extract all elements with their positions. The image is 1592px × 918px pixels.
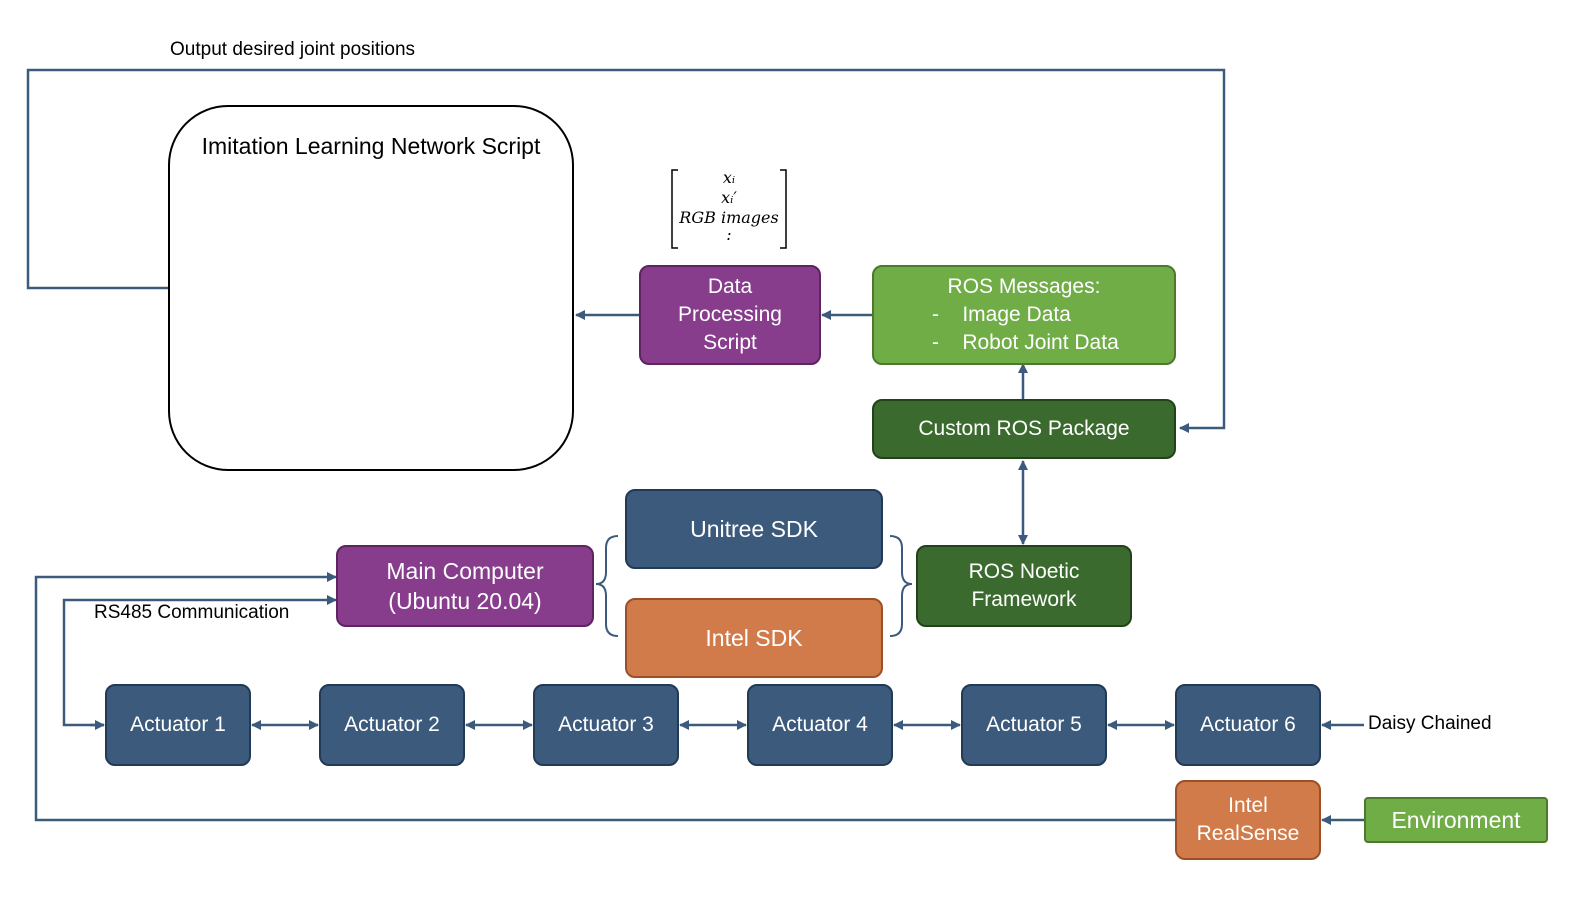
data-processing-line-1: Data — [707, 275, 753, 298]
left-sdk-brace — [595, 535, 619, 637]
imitation-learning-panel: Imitation Learning Network Script — [168, 105, 574, 471]
data-processing-line-3: Script — [703, 331, 757, 354]
data-processing-box: Data Processing Script — [639, 265, 821, 365]
actuator-6-box: Actuator 6 — [1175, 684, 1321, 766]
intel-sdk-box: Intel SDK — [625, 598, 883, 678]
matrix-left-bracket — [671, 169, 678, 249]
data-processing-line-2: Processing — [678, 303, 782, 326]
actuator-4-label: Actuator 4 — [772, 713, 868, 736]
environment-box: Environment — [1364, 797, 1548, 843]
intel-sdk-label: Intel SDK — [705, 625, 803, 651]
imitation-learning-title: Imitation Learning Network Script — [201, 133, 541, 159]
ros-messages-title: ROS Messages: — [947, 275, 1101, 298]
ros-messages-item-joint: - Robot Joint Data — [932, 331, 1119, 354]
right-sdk-brace — [889, 535, 913, 637]
realsense-line-1: Intel — [1228, 794, 1268, 817]
realsense-to-main-connector — [34, 572, 1176, 822]
actuator-1-box: Actuator 1 — [105, 684, 251, 766]
rs485-connector — [62, 595, 337, 727]
actuator-4-box: Actuator 4 — [747, 684, 893, 766]
main-computer-box: Main Computer (Ubuntu 20.04) — [336, 545, 594, 627]
actuator-6-label: Actuator 6 — [1200, 713, 1296, 736]
main-computer-line-2: (Ubuntu 20.04) — [388, 588, 542, 614]
matrix-row-xi-prime: xᵢ′ — [721, 188, 737, 207]
matrix-row-rgb: RGB images — [679, 208, 779, 227]
environment-label: Environment — [1391, 807, 1521, 833]
main-computer-line-1: Main Computer — [386, 558, 544, 584]
ros-noetic-line-2: Framework — [971, 588, 1077, 611]
intel-realsense-box: Intel RealSense — [1175, 780, 1321, 860]
actuator-1-label: Actuator 1 — [130, 713, 226, 736]
unitree-sdk-label: Unitree SDK — [690, 516, 818, 542]
custom-ros-package-box: Custom ROS Package — [872, 399, 1176, 459]
actuator-2-box: Actuator 2 — [319, 684, 465, 766]
matrix-right-bracket — [780, 169, 787, 249]
realsense-line-2: RealSense — [1196, 822, 1300, 845]
ros-messages-box: ROS Messages: - Image Data - Robot Joint… — [872, 265, 1176, 365]
actuator-3-label: Actuator 3 — [558, 713, 654, 736]
output-desired-label: Output desired joint positions — [170, 39, 416, 60]
ros-noetic-box: ROS Noetic Framework — [916, 545, 1132, 627]
ros-noetic-line-1: ROS Noetic — [968, 560, 1080, 583]
actuator-5-label: Actuator 5 — [986, 713, 1082, 736]
actuator-5-box: Actuator 5 — [961, 684, 1107, 766]
custom-ros-package-label: Custom ROS Package — [918, 417, 1130, 440]
actuator-3-box: Actuator 3 — [533, 684, 679, 766]
output-joint-loop-connector — [26, 68, 1226, 433]
unitree-sdk-box: Unitree SDK — [625, 489, 883, 569]
matrix-row-xi: xᵢ — [722, 168, 736, 187]
daisy-chained-label: Daisy Chained — [1368, 713, 1492, 734]
matrix-row-dots: : — [726, 225, 732, 244]
ros-messages-item-image: - Image Data — [932, 303, 1071, 326]
state-vector-matrix: xᵢ xᵢ′ RGB images : — [668, 168, 790, 250]
rs485-label: RS485 Communication — [94, 602, 290, 623]
actuator-2-label: Actuator 2 — [344, 713, 440, 736]
